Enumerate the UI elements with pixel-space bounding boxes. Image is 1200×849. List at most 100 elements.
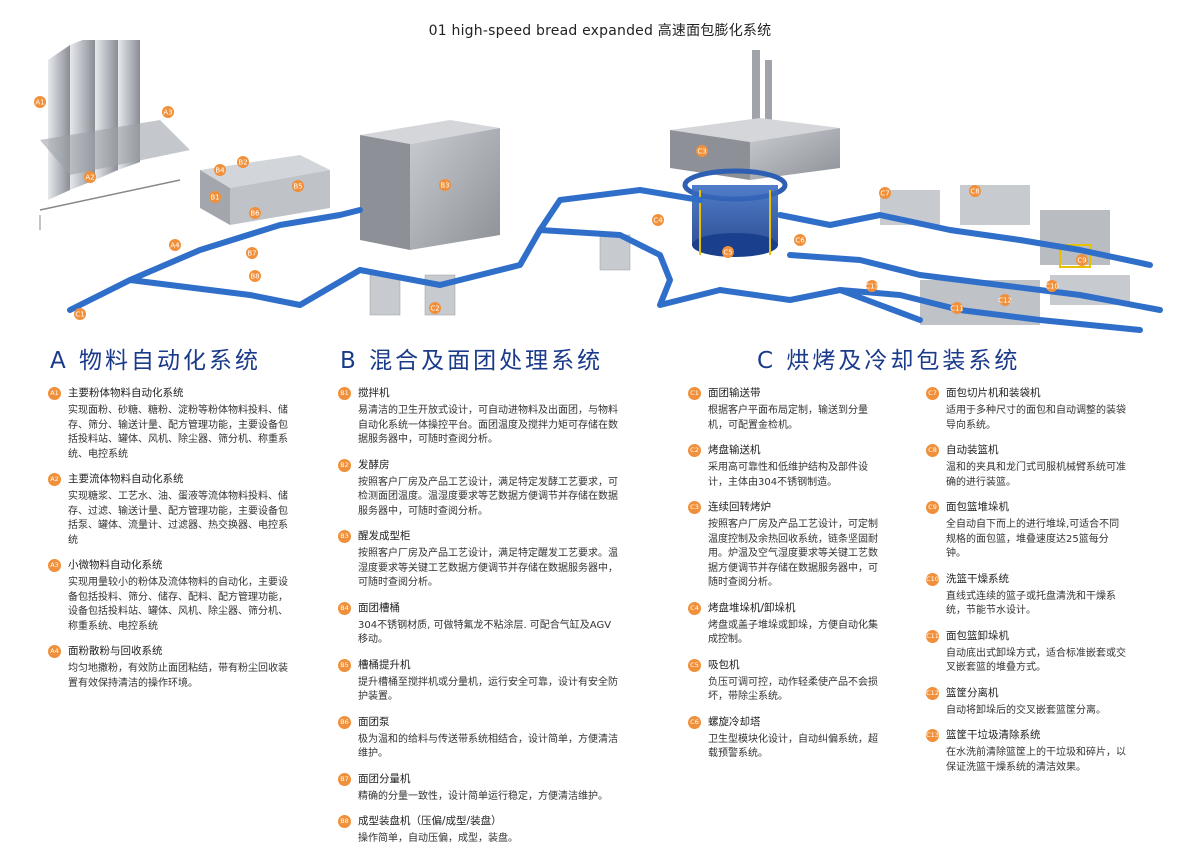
item-title: 主要粉体物料自动化系统 bbox=[68, 387, 184, 399]
item-description: 根据客户平面布局定制，输送到分量机，可配置金检机。 bbox=[708, 405, 868, 431]
marker-c5 bbox=[722, 246, 734, 258]
item-description: 全自动自下而上的进行堆垛,可适合不同规格的面包篮，堆叠速度达25篮每分钟。 bbox=[946, 519, 1120, 559]
marker-b3-label: B3 bbox=[440, 182, 449, 190]
item-description: 自动将卸垛后的交叉嵌套篮筐分离。 bbox=[946, 704, 1106, 716]
marker-a2 bbox=[84, 171, 96, 183]
marker-c6-label: C6 bbox=[795, 237, 805, 245]
item-title: 篮筐分离机 bbox=[946, 686, 999, 699]
item-badge: B4 bbox=[338, 601, 351, 615]
item-title: 醒发成型柜 bbox=[358, 530, 411, 542]
production-line-diagram: A1 A2 A3 A4 B1 B2 B3 B4 B5 B6 B7 B8 C1 bbox=[0, 40, 1200, 340]
item-badge: C4 bbox=[688, 601, 701, 615]
item-description: 负压可调可控，动作轻柔使产品不会损坏，带除尘系统。 bbox=[708, 676, 878, 703]
marker-c3 bbox=[696, 145, 708, 157]
list-item: A2 主要流体物料自动化系统 实现糖浆、工艺水、油、蛋液等流体物料投料、储存、过滤… bbox=[48, 472, 288, 548]
item-badge: C7 bbox=[926, 387, 939, 400]
item-title: 主要流体物料自动化系统 bbox=[68, 473, 184, 485]
section-a-list: A1 主要粉体物料自动化系统 实现面粉、砂糖、糖粉、淀粉等粉体物料投料、储存、筛分… bbox=[48, 386, 288, 701]
item-description: 易清洁的卫生开放式设计，可自动进物料及出面团，与物料自动化系统一体操控平台。面团… bbox=[358, 405, 618, 445]
marker-c9-label: C9 bbox=[1077, 257, 1086, 265]
marker-c5-label: C5 bbox=[723, 249, 732, 257]
item-badge: B7 bbox=[338, 772, 351, 786]
item-badge: C10 bbox=[926, 572, 939, 586]
item-badge: C9 bbox=[926, 501, 939, 514]
marker-b2-label: B2 bbox=[238, 159, 247, 167]
marker-b1 bbox=[209, 191, 221, 203]
spiral-cooler bbox=[682, 168, 788, 257]
item-description: 按照客户厂房及产品工艺设计，可定制温度控制及余热回收系统，链条坚固耐用。炉温及空… bbox=[708, 519, 878, 588]
marker-group: A1 A2 A3 A4 B1 B2 B3 B4 B5 B6 B7 B8 C1 bbox=[34, 96, 1088, 320]
item-description: 适用于多种尺寸的面包和自动调整的装袋导向系统。 bbox=[946, 405, 1126, 431]
item-title: 烤盘输送机 bbox=[708, 444, 761, 456]
marker-b1-label: B1 bbox=[210, 194, 219, 202]
marker-b4-label: B4 bbox=[215, 167, 225, 175]
item-description: 自动底出式卸垛方式，适合标准嵌套或交叉嵌套篮的堆叠方式。 bbox=[946, 647, 1126, 674]
item-badge: A2 bbox=[48, 473, 61, 486]
section-a-title: A 物料自动化系统 bbox=[50, 348, 262, 374]
item-description: 提升槽桶至搅拌机或分量机，运行安全可靠，设计有安全防护装置。 bbox=[358, 676, 618, 703]
marker-b7 bbox=[246, 247, 258, 259]
marker-c7 bbox=[879, 187, 891, 199]
item-badge: C8 bbox=[926, 444, 939, 457]
item-title: 面粉散粉与回收系统 bbox=[68, 645, 163, 657]
item-description: 304不锈钢材质, 可做特氟龙不粘涂层. 可配合气缸及AGV移动。 bbox=[358, 619, 612, 646]
list-item: B4 面团槽桶 304不锈钢材质, 可做特氟龙不粘涂层. 可配合气缸及AGV移动。 bbox=[338, 601, 618, 648]
page-title: 01 high-speed bread expanded 高速面包膨化系统 bbox=[428, 23, 772, 39]
item-description: 精确的分量一致性，设计简单运行稳定，方便清洁维护。 bbox=[358, 790, 608, 802]
item-description: 卫生型模块化设计，自动纠偏系统，超载预警系统。 bbox=[708, 733, 878, 760]
item-badge: A1 bbox=[48, 387, 61, 400]
item-description: 操作简单，自动压偏，成型，装盘。 bbox=[358, 833, 518, 844]
item-title: 篮筐干垃圾清除系统 bbox=[946, 729, 1041, 741]
marker-b6-label: B6 bbox=[250, 210, 260, 218]
marker-a4 bbox=[169, 239, 181, 251]
marker-a4-label: A4 bbox=[170, 242, 180, 250]
item-badge: C13 bbox=[926, 729, 939, 742]
item-title: 吸包机 bbox=[708, 658, 740, 671]
marker-b3 bbox=[439, 179, 451, 191]
item-description: 实现面粉、砂糖、糖粉、淀粉等粉体物料投料、储存、筛分、输送计量、配方管理功能，主… bbox=[68, 405, 288, 460]
marker-a1-label: A1 bbox=[35, 99, 44, 107]
marker-c2 bbox=[429, 302, 441, 314]
item-title: 槽桶提升机 bbox=[358, 658, 411, 671]
marker-c13 bbox=[866, 280, 878, 292]
item-title: 小微物料自动化系统 bbox=[68, 559, 163, 571]
item-description: 实现糖浆、工艺水、油、蛋液等流体物料投料、储存、过滤、输送计量、配方管理功能，主… bbox=[68, 491, 288, 546]
marker-c7-label: C7 bbox=[880, 190, 889, 198]
marker-b8 bbox=[249, 270, 261, 282]
marker-a2-label: A2 bbox=[85, 174, 94, 182]
proofing-room bbox=[360, 120, 500, 250]
item-title: 自动装篮机 bbox=[946, 444, 999, 456]
marker-b7-label: B7 bbox=[247, 250, 256, 258]
item-badge: C1 bbox=[688, 387, 701, 400]
item-title: 面团槽桶 bbox=[358, 601, 400, 614]
marker-c11 bbox=[951, 302, 963, 314]
list-item: C7 面包切片机和装袋机 适用于多种尺寸的面包和自动调整的装袋导向系统。 bbox=[926, 386, 1126, 433]
item-title: 面团输送带 bbox=[708, 387, 761, 399]
item-description: 按照客户厂房及产品工艺设计，满足特定发酵工艺要求，可检测面团温度。温湿度要求等艺… bbox=[358, 476, 618, 517]
marker-c12 bbox=[999, 294, 1011, 306]
section-c-list-right: C7 面包切片机和装袋机 适用于多种尺寸的面包和自动调整的装袋导向系统。 C8 自动… bbox=[926, 386, 1126, 785]
item-title: 面团泵 bbox=[358, 715, 390, 728]
item-badge: C12 bbox=[926, 686, 939, 700]
item-title: 面包切片机和装袋机 bbox=[946, 387, 1041, 399]
item-badge: A3 bbox=[48, 559, 61, 572]
marker-a3 bbox=[162, 106, 174, 118]
marker-c10-label: C10 bbox=[1045, 283, 1059, 291]
item-badge: B8 bbox=[338, 815, 351, 828]
item-badge: C3 bbox=[688, 501, 701, 514]
item-title: 螺旋冷却塔 bbox=[708, 715, 761, 728]
